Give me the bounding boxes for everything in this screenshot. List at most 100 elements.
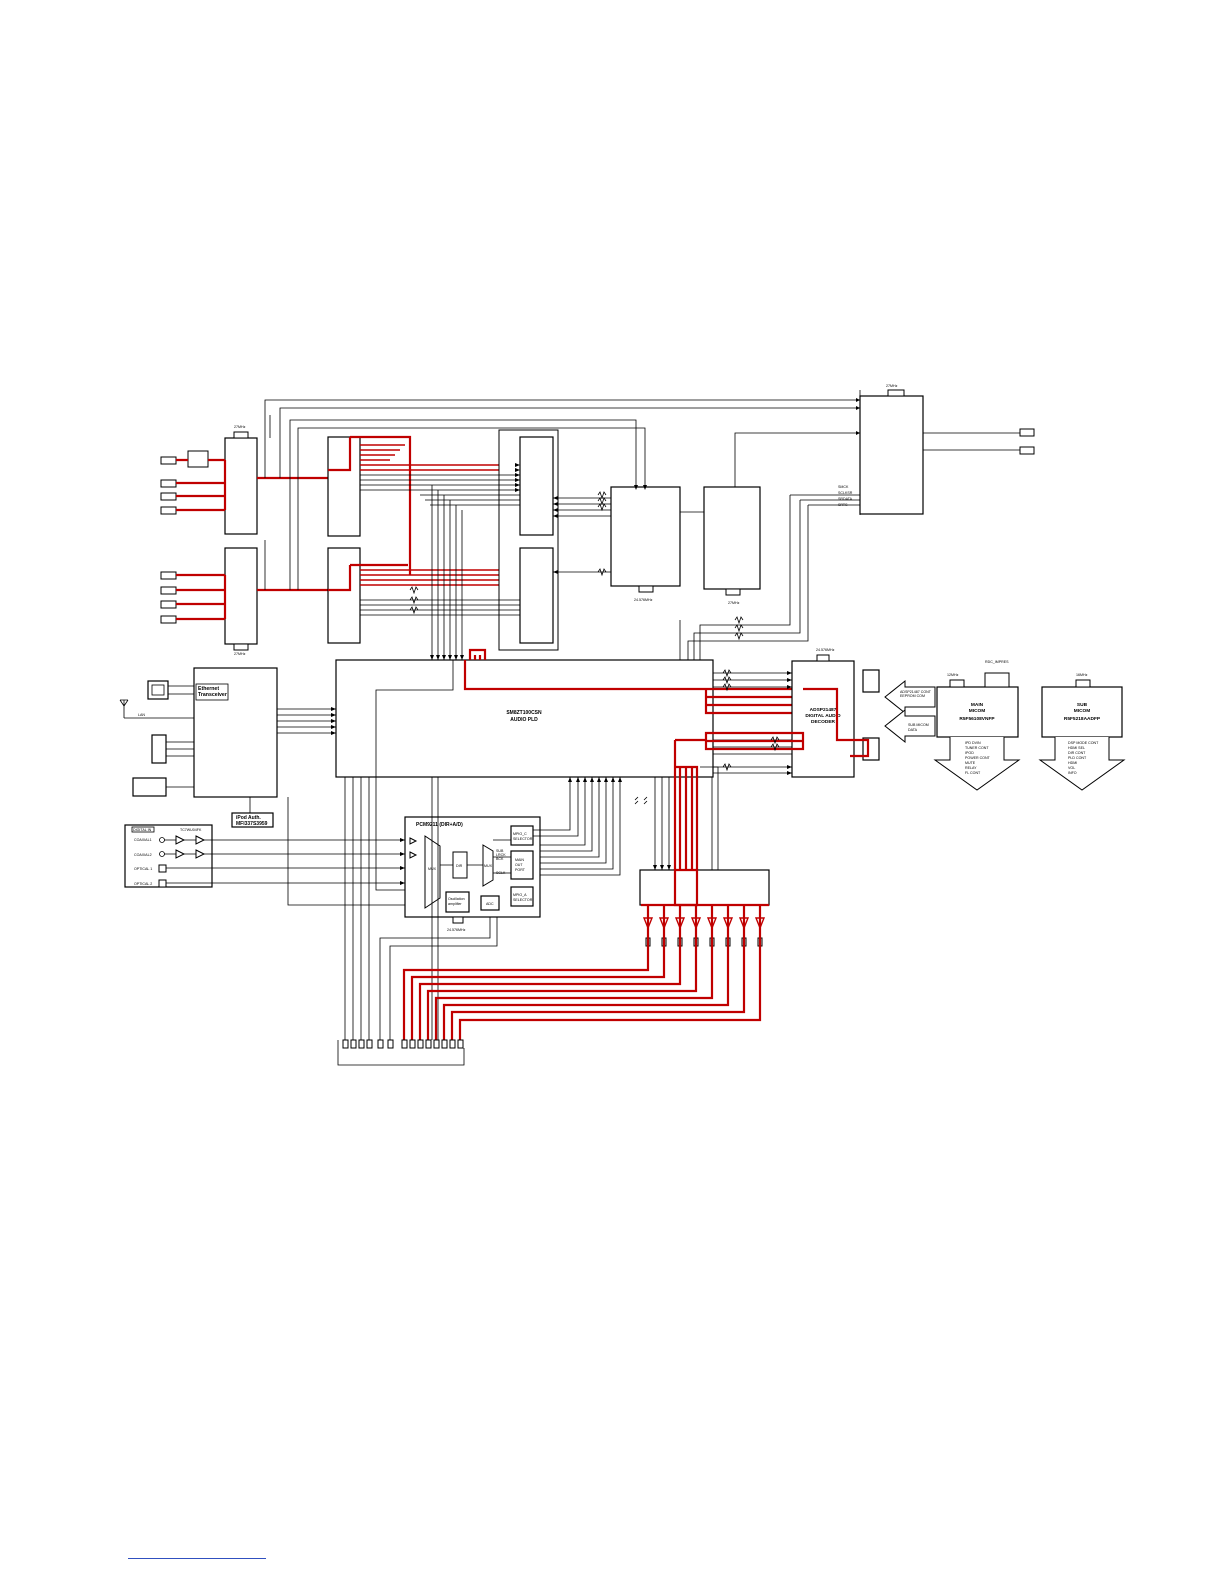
input-row-opt2: OPTICAL 2 [134, 882, 152, 886]
crystal-top-label: 27MHz [886, 384, 898, 388]
right-bus-sclksr: SCLKSR [838, 491, 853, 495]
pcm-to-pld-wires [533, 777, 621, 876]
main-micom-list: IPD DVIN TUNER CONT IPOD POWER CONT MUTE… [965, 741, 991, 775]
bottom-jack-11 [433, 1039, 440, 1049]
digital-in-label-box [131, 826, 155, 833]
optical1-jack [158, 864, 167, 873]
ipod-auth-label: iPod Auth. [236, 815, 261, 821]
dsp-in-note-2: EEPROM COM [900, 694, 925, 698]
bus-lines-upper [360, 474, 520, 660]
crystal-hdmi-1 [233, 431, 249, 439]
arrowheads [331, 398, 860, 885]
crystal-hdmi-2 [233, 643, 249, 651]
main-list-4: MUTE [965, 761, 976, 765]
lan-jack-port [151, 684, 165, 696]
connector-hdmi-out-2 [1019, 446, 1035, 455]
sub-list-2: DIR CONT [1068, 751, 1086, 755]
lan-label: LAN [138, 713, 145, 717]
pcm-sub-lrck-2: LRCK [496, 853, 506, 857]
rdc-impres-label: RDC_IMPRES [985, 660, 1009, 664]
dsp-name: ADSP21487 [810, 707, 837, 713]
crystal-pcm [452, 916, 464, 924]
input-row-opt1: OPTICAL 1 [134, 867, 152, 871]
crystal-hdmi-2-label: 27MHz [234, 652, 246, 656]
input-row-coax2: COAXIAL2 [134, 853, 152, 857]
pcm-main-out-3: PORT [515, 868, 526, 872]
main-micom-part: R5F56108VNFP [959, 716, 995, 722]
dsp-flash-memory [862, 669, 880, 693]
sub-micom-arrow [1038, 737, 1126, 791]
pld-down-wires [287, 777, 498, 1040]
crystal-main-label: 12MHz [947, 673, 959, 677]
hdmi-input-group-2: 27MHz [160, 547, 328, 656]
input-amp-label: TC7WU04FK [180, 828, 202, 832]
digital-in-wires [166, 839, 405, 884]
buffer-1 [327, 436, 361, 537]
top-bus-wires [264, 390, 1020, 590]
bottom-jack-3 [358, 1039, 365, 1049]
sub-in-note-2: DATA [908, 728, 918, 732]
sub-list-0: DSP MODE CONT [1068, 741, 1099, 745]
pcm9211-label: PCM9211 (DIR+A/D) [416, 822, 463, 828]
connector-hdmi-in-5 [160, 571, 177, 580]
video-interconnect [553, 494, 860, 660]
dsp-input-arrow-1 [884, 679, 936, 715]
rdc-impres-block [984, 672, 1010, 688]
main-list-5: RELAY [965, 766, 977, 770]
ethernet-label-box [195, 683, 229, 701]
pcm-mpio-a-1: MPIO_A [513, 893, 527, 897]
bottom-jack-4 [366, 1039, 373, 1049]
main-micom-title: MAIN [971, 702, 984, 708]
connector-hdmi-in-4 [160, 506, 177, 515]
bottom-jack-2 [350, 1039, 357, 1049]
sub-micom-title: SUB [1077, 702, 1088, 708]
hdmi-switch-1 [187, 450, 209, 468]
sub-in-note-1: SUB MICOM [908, 723, 929, 727]
hdmi-receiver-2 [224, 547, 258, 645]
bottom-jack-12 [441, 1039, 448, 1049]
dsp-desc-2: DECODER [811, 719, 836, 725]
crystal-cpu-b [725, 588, 741, 596]
sub-list-3: PLD CONT [1068, 756, 1087, 760]
right-bus-smck: SMCK [838, 485, 849, 489]
main-list-3: POWER CONT [965, 756, 991, 760]
pcm-internal-wires [440, 839, 511, 874]
bottom-jack-7 [401, 1039, 408, 1049]
crystal-sub-label: 16MHz [1076, 673, 1088, 677]
pcm-dir-label: DIR [456, 864, 463, 868]
ethernet-label-1: Ethernet [198, 686, 219, 692]
sub-micom [1041, 686, 1123, 738]
dsp-desc-1: DIGITAL AUDIO [805, 713, 841, 719]
pcm-adc [480, 895, 500, 911]
right-bus-srdata: SRDATA [838, 497, 853, 501]
pcm-mux-1 [424, 835, 441, 909]
bottom-jack-9 [417, 1039, 424, 1049]
crystal-dsp [816, 654, 830, 662]
connector-hdmi-in-3 [160, 492, 177, 501]
pcm-main-out-port [510, 850, 534, 880]
crystal-pcm-label: 24.576MHz [447, 928, 466, 932]
red-output-buses [402, 905, 762, 1040]
connector-hdmi-out-1 [1019, 428, 1035, 437]
dsp-decoder [791, 660, 855, 778]
ipod-auth-part: MFI337S3959 [236, 821, 268, 827]
connector-hdmi-in-1 [160, 456, 177, 465]
crystal-cpu-a-label: 24.576MHz [634, 598, 653, 602]
pcm-mpio-a-2: SELECTOR [513, 898, 533, 902]
hdmi-transmitter-1 [519, 436, 554, 536]
bottom-jack-13 [449, 1039, 456, 1049]
bottom-jack-8 [409, 1039, 416, 1049]
pcm-mpio-c-1: MPIO_C [513, 832, 527, 836]
pcm-adc-label: ADC [486, 902, 494, 906]
pcm-mpio-a-selector [510, 886, 534, 907]
bottom-connector-bank [337, 1039, 465, 1066]
pcm-osc-1: Oscillation [448, 897, 465, 901]
video-processor-2 [703, 486, 761, 590]
crystal-hdmi-1-label: 27MHz [234, 425, 246, 429]
input-row-coax1: COAXIAL1 [134, 838, 152, 842]
pcm-main-out-2: OUT [515, 863, 523, 867]
ipod-auth-chip [231, 812, 274, 828]
main-micom [936, 686, 1019, 738]
bottom-jack-1 [342, 1039, 349, 1049]
main-list-0: IPD DVIN [965, 741, 981, 745]
